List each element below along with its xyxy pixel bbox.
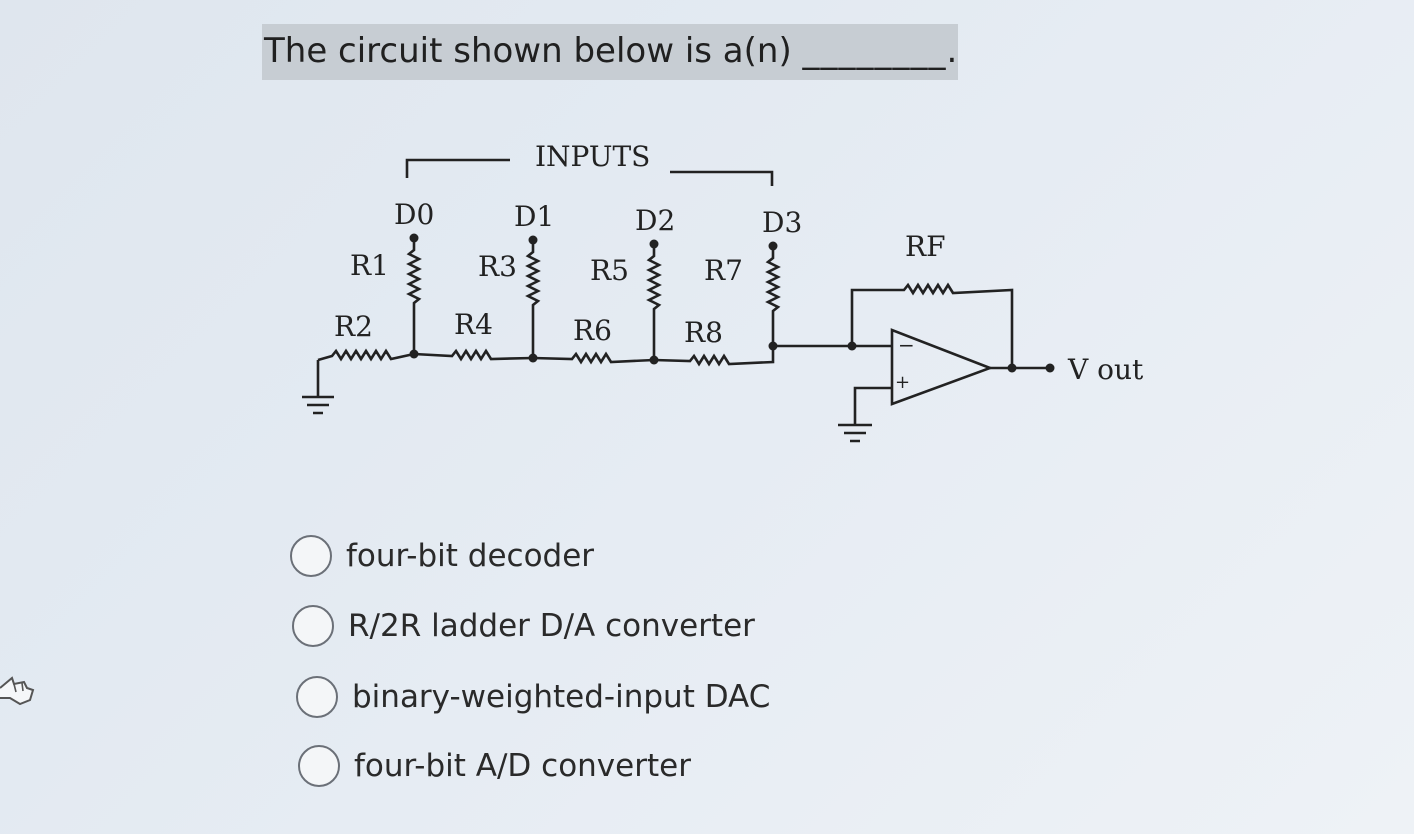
junction-node — [528, 353, 538, 363]
resistor-r1 — [406, 242, 422, 354]
output-label: V out — [1067, 353, 1144, 386]
input-label-d1: D1 — [514, 200, 554, 233]
input-terminal-d0 — [409, 233, 419, 243]
resistor-r8 — [653, 346, 775, 367]
question-blank: ________. — [802, 31, 959, 71]
opamp-minus-sign: − — [898, 333, 915, 357]
radio-button[interactable] — [292, 605, 334, 647]
resistor-label-r7: R7 — [704, 254, 743, 287]
input-terminal-d2 — [649, 239, 659, 249]
option-label: binary-weighted-input DAC — [352, 679, 771, 715]
resistor-r4 — [413, 348, 534, 362]
resistor-label-r3: R3 — [478, 250, 517, 283]
inputs-label: INPUTS — [535, 140, 650, 173]
hand-pointer-icon — [0, 676, 35, 706]
resistor-label-r6: R6 — [573, 314, 612, 347]
input-terminal-d3 — [768, 241, 778, 251]
radio-button[interactable] — [290, 535, 332, 577]
resistor-label-r8: R8 — [684, 316, 723, 349]
input-label-d2: D2 — [635, 204, 675, 237]
feedback-resistor-rf — [850, 282, 1014, 368]
resistor-label-r4: R4 — [454, 308, 493, 341]
resistor-label-r2: R2 — [334, 310, 373, 343]
option-r2r-ladder-dac[interactable]: R/2R ladder D/A converter — [292, 605, 755, 647]
radio-button[interactable] — [296, 676, 338, 718]
option-label: four-bit decoder — [346, 538, 595, 574]
resistor-label-r1: R1 — [350, 249, 389, 282]
input-label-d3: D3 — [762, 206, 802, 239]
option-four-bit-adc[interactable]: four-bit A/D converter — [298, 745, 691, 787]
inputs-bracket: INPUTS — [405, 140, 774, 186]
option-label: R/2R ladder D/A converter — [348, 608, 755, 644]
resistor-r6 — [532, 351, 655, 365]
resistor-r2 — [317, 348, 415, 362]
ground-icon — [838, 386, 892, 443]
output-node — [1007, 363, 1017, 373]
question-prompt: The circuit shown below is a(n) ________… — [262, 24, 958, 80]
radio-button[interactable] — [298, 745, 340, 787]
opamp-symbol: − + — [890, 328, 994, 406]
ground-icon — [302, 360, 334, 415]
resistor-r5 — [646, 248, 662, 360]
resistor-r3 — [525, 244, 541, 358]
junction-node — [409, 349, 419, 359]
input-terminal-d1 — [528, 235, 538, 245]
junction-node — [649, 355, 659, 365]
option-four-bit-decoder[interactable]: four-bit decoder — [290, 535, 594, 577]
resistor-r7 — [765, 250, 781, 346]
input-label-d0: D0 — [394, 198, 434, 231]
option-label: four-bit A/D converter — [354, 748, 691, 784]
option-binary-weighted-dac[interactable]: binary-weighted-input DAC — [296, 676, 770, 718]
output-terminal — [1045, 363, 1055, 373]
opamp-plus-sign: + — [895, 372, 910, 393]
feedback-label-rf: RF — [905, 230, 946, 263]
question-text: The circuit shown below is a(n) — [264, 31, 792, 71]
resistor-label-r5: R5 — [590, 254, 629, 287]
